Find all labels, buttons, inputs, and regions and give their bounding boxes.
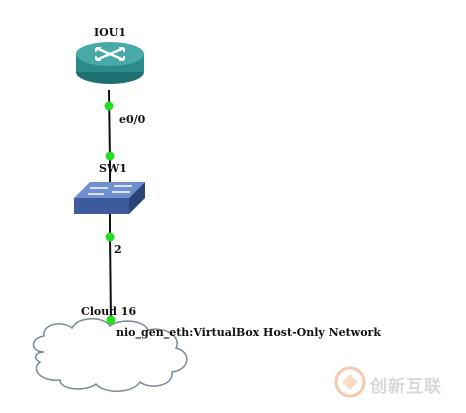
- port-dot-cloud[interactable]: [106, 315, 116, 325]
- router-label: IOU1: [94, 26, 126, 39]
- port-dot-router[interactable]: [104, 101, 114, 111]
- switch-port-label: 2: [114, 243, 122, 256]
- switch-label: SW1: [99, 162, 127, 175]
- watermark-logo-icon: [334, 366, 366, 398]
- cloud-label: Cloud 16: [81, 305, 137, 318]
- cloud-port-label: nio_gen_eth:VirtualBox Host-Only Network: [116, 326, 381, 339]
- link-router-switch[interactable]: [108, 89, 111, 161]
- watermark-text: 创新互联: [370, 377, 442, 397]
- port-dot-switch-top[interactable]: [105, 151, 115, 161]
- router-port-label: e0/0: [119, 113, 146, 126]
- switch-icon[interactable]: [74, 182, 145, 214]
- cloud-icon[interactable]: [32, 318, 188, 392]
- router-icon[interactable]: [76, 42, 144, 84]
- link-switch-cloud[interactable]: [109, 235, 112, 321]
- port-dot-switch-bottom[interactable]: [105, 232, 115, 242]
